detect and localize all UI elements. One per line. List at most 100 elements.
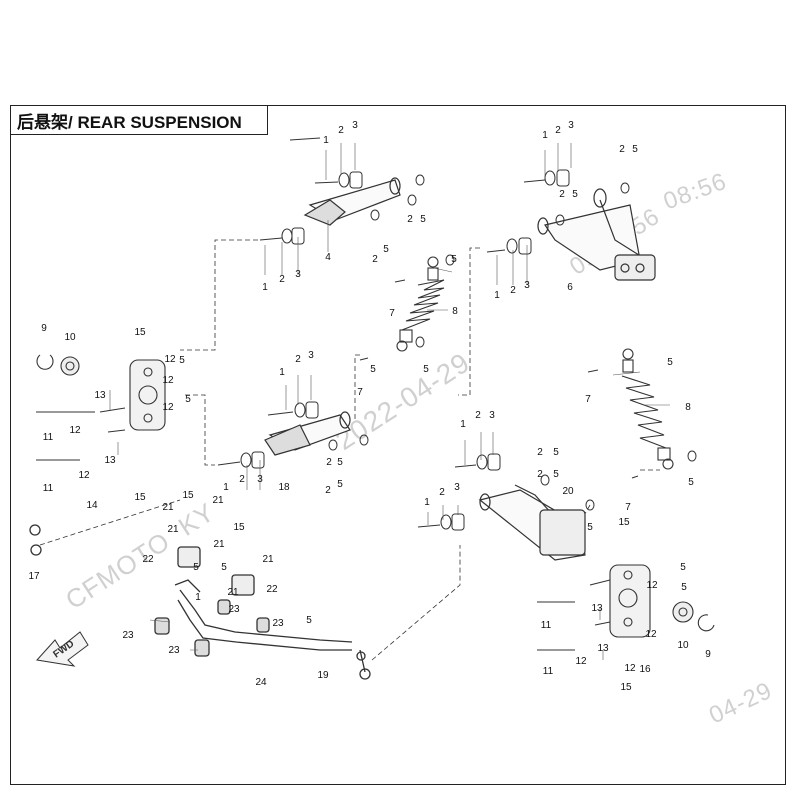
callout-15-c88: 15 bbox=[182, 490, 194, 501]
callout-5-c64: 5 bbox=[553, 447, 559, 458]
callout-2-c51: 2 bbox=[239, 474, 245, 485]
callout-1-c04: 1 bbox=[262, 282, 268, 293]
callout-12-c74: 12 bbox=[646, 580, 658, 591]
callout-23-c104: 23 bbox=[122, 630, 134, 641]
callout-5-c72: 5 bbox=[587, 522, 593, 533]
callout-3-c71: 3 bbox=[454, 482, 460, 493]
callout-3-c45: 3 bbox=[308, 350, 314, 361]
callout-21-c98: 21 bbox=[227, 587, 239, 598]
callout-5-c34: 5 bbox=[185, 394, 191, 405]
callout-5-c66: 5 bbox=[553, 469, 559, 480]
callout-2-c48: 2 bbox=[326, 457, 332, 468]
left-shock-absorber bbox=[396, 256, 445, 352]
callout-12-c78: 12 bbox=[645, 629, 657, 640]
callout-5-c97: 5 bbox=[221, 562, 227, 573]
callout-2-c70: 2 bbox=[439, 487, 445, 498]
callout-5-c49: 5 bbox=[337, 457, 343, 468]
callout-22-c99: 22 bbox=[266, 584, 278, 595]
callout-7-c57: 7 bbox=[585, 394, 591, 405]
callout-3-c03: 3 bbox=[352, 120, 358, 131]
callout-12-c31: 12 bbox=[164, 354, 176, 365]
callout-2-c10: 2 bbox=[407, 214, 413, 225]
callout-19-c108: 19 bbox=[317, 670, 329, 681]
callout-2-c08: 2 bbox=[372, 254, 378, 265]
right-shock-absorber bbox=[621, 348, 674, 470]
callout-1-c69: 1 bbox=[424, 497, 430, 508]
callout-11-c84: 11 bbox=[543, 666, 554, 677]
callout-11-c39: 11 bbox=[43, 483, 54, 494]
callout-5-c59: 5 bbox=[688, 477, 694, 488]
callout-23-c105: 23 bbox=[168, 645, 180, 656]
callout-6-c22: 6 bbox=[567, 282, 573, 293]
callout-20-c67: 20 bbox=[562, 486, 574, 497]
callout-15-c29: 15 bbox=[134, 327, 146, 338]
callout-leaders bbox=[109, 143, 670, 660]
callout-2-c63: 2 bbox=[537, 447, 543, 458]
callout-12-c32: 12 bbox=[162, 375, 174, 386]
callout-9-c83: 9 bbox=[705, 649, 711, 660]
callout-5-c24: 5 bbox=[451, 254, 457, 265]
callout-13-c80: 13 bbox=[597, 643, 609, 654]
lower-right-a-arm bbox=[478, 484, 586, 561]
callout-13-c33: 13 bbox=[94, 390, 106, 401]
callout-7-c68: 7 bbox=[625, 502, 631, 513]
callout-1-c60: 1 bbox=[460, 419, 466, 430]
callout-13-c77: 13 bbox=[591, 603, 603, 614]
callout-18-c53: 18 bbox=[278, 482, 290, 493]
assembly-leader-lines bbox=[39, 239, 660, 661]
callout-5-c102: 5 bbox=[306, 615, 312, 626]
callout-13-c38: 13 bbox=[104, 455, 116, 466]
callout-2-c05: 2 bbox=[279, 274, 285, 285]
callout-8-c58: 8 bbox=[685, 402, 691, 413]
callout-8-c25: 8 bbox=[452, 306, 458, 317]
callout-5-c47: 5 bbox=[370, 364, 376, 375]
callout-11-c79: 11 bbox=[541, 620, 552, 631]
callout-2-c61: 2 bbox=[475, 410, 481, 421]
callout-5-c92: 5 bbox=[193, 562, 199, 573]
callout-1-c19: 1 bbox=[494, 290, 500, 301]
callout-21-c96: 21 bbox=[262, 554, 274, 565]
callout-2-c17: 2 bbox=[559, 189, 565, 200]
lower-left-a-arm bbox=[264, 411, 351, 456]
callout-3-c21: 3 bbox=[524, 280, 530, 291]
callout-5-c30: 5 bbox=[179, 355, 185, 366]
callout-15-c73: 15 bbox=[618, 517, 630, 528]
callout-16-c86: 16 bbox=[639, 664, 651, 675]
callout-1-c50: 1 bbox=[223, 482, 229, 493]
callout-24-c106: 24 bbox=[255, 677, 267, 688]
callout-3-c06: 3 bbox=[295, 269, 301, 280]
callout-9-c27: 9 bbox=[41, 323, 47, 334]
upper-left-a-arm bbox=[303, 177, 401, 226]
stabilizer-bar bbox=[29, 524, 371, 680]
callout-2-c13: 2 bbox=[555, 125, 561, 136]
callout-5-c26: 5 bbox=[423, 364, 429, 375]
callout-4-c07: 4 bbox=[325, 252, 331, 263]
callout-2-c54: 2 bbox=[325, 485, 331, 496]
callout-21-c95: 21 bbox=[213, 539, 225, 550]
callout-2-c15: 2 bbox=[619, 144, 625, 155]
callout-23-c103: 23 bbox=[272, 618, 284, 629]
callout-10-c82: 10 bbox=[677, 640, 689, 651]
callout-3-c62: 3 bbox=[489, 410, 495, 421]
callout-21-c90: 21 bbox=[212, 495, 224, 506]
callout-5-c11: 5 bbox=[420, 214, 426, 225]
callout-1-c100: 1 bbox=[195, 592, 201, 603]
callout-15-c87: 15 bbox=[620, 682, 632, 693]
callout-5-c16: 5 bbox=[632, 144, 638, 155]
callout-15-c42: 15 bbox=[134, 492, 146, 503]
callout-12-c85: 12 bbox=[624, 663, 636, 674]
upper-right-a-arm bbox=[537, 188, 656, 281]
right-knuckle bbox=[537, 564, 715, 651]
callout-1-c12: 1 bbox=[542, 130, 548, 141]
callout-22-c93: 22 bbox=[142, 554, 154, 565]
callout-5-c76: 5 bbox=[681, 582, 687, 593]
callout-5-c18: 5 bbox=[572, 189, 578, 200]
diagram-title: 后悬架/ REAR SUSPENSION bbox=[10, 105, 268, 135]
callout-14-c41: 14 bbox=[86, 500, 98, 511]
callout-15-c94: 15 bbox=[233, 522, 245, 533]
callout-1-c01: 1 bbox=[323, 135, 329, 146]
callout-11-c36: 11 bbox=[43, 432, 54, 443]
callout-12-c81: 12 bbox=[575, 656, 587, 667]
